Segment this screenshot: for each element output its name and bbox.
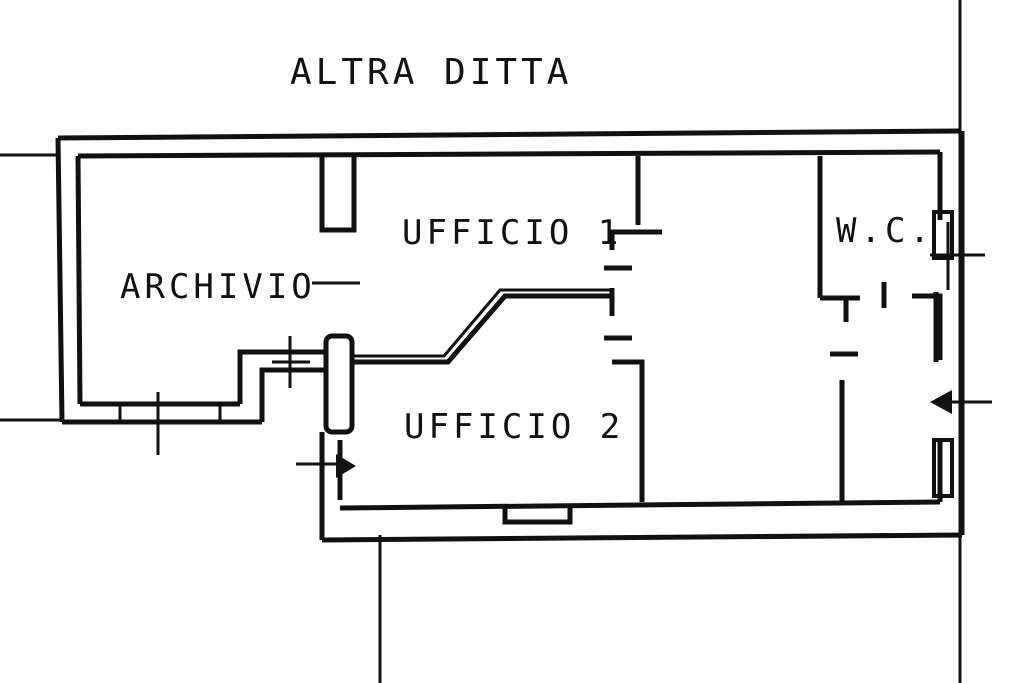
entrance-arrow-left xyxy=(336,454,356,478)
annotations xyxy=(156,222,992,478)
room-label-ufficio1: UFFICIO 1 xyxy=(402,213,622,253)
exterior-walls xyxy=(55,128,965,543)
property-lines xyxy=(0,0,962,683)
room-label-ufficio2: UFFICIO 2 xyxy=(404,407,624,447)
pillar xyxy=(323,333,355,435)
entrance-arrow-right xyxy=(930,390,952,414)
neighbor-label: ALTRA DITTA xyxy=(290,52,572,93)
room-label-archivio: ARCHIVIO xyxy=(120,267,316,307)
window-archivio xyxy=(118,402,222,424)
room-label-wc: W.C. xyxy=(836,211,934,251)
interior-walls xyxy=(319,156,954,502)
